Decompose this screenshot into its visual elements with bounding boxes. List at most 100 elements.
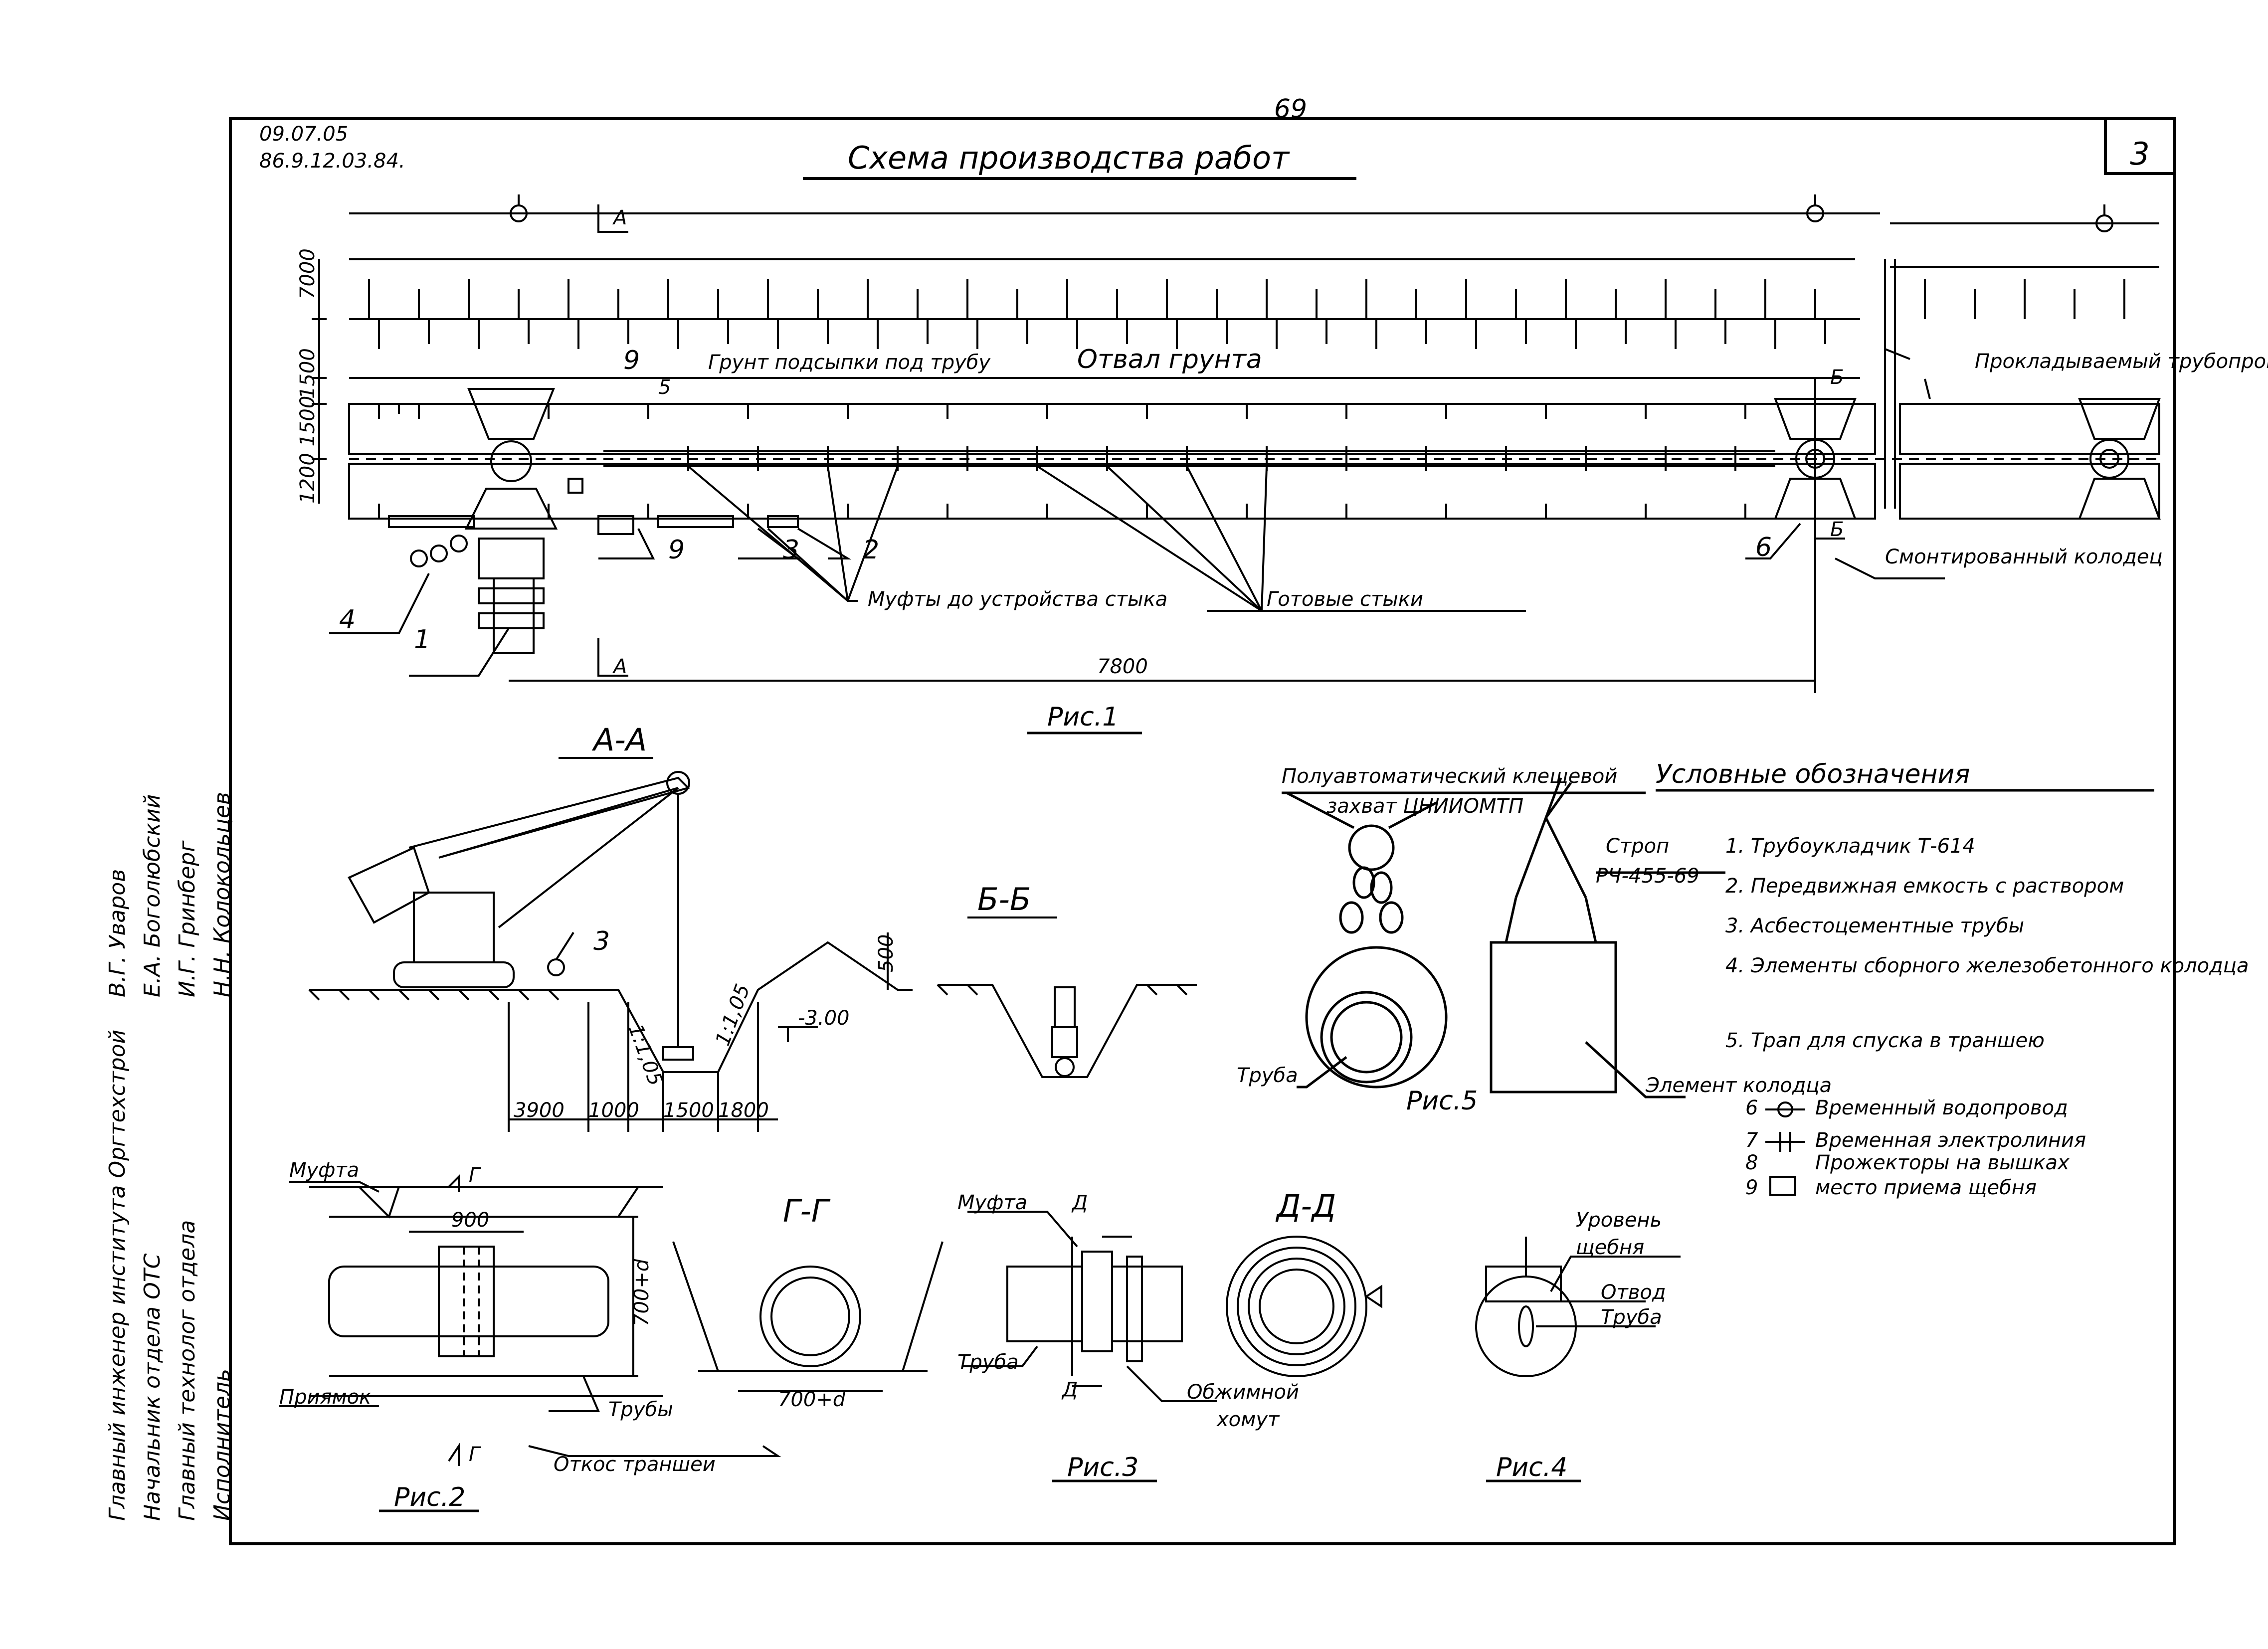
fig4-hole-label-1: Отвод xyxy=(1601,1281,1666,1304)
fig2-section-mark-top: Г xyxy=(469,1164,481,1187)
fig2-pit-label: Приямок xyxy=(279,1386,371,1409)
section-aa-mark-3: 3 xyxy=(593,926,610,956)
fig5-caption: Рис.5 xyxy=(1406,1086,1478,1116)
fig4-level-label-1: Уровень xyxy=(1576,1209,1662,1232)
legend-item-5: 5. Трап для спуска в траншею xyxy=(1725,1029,2045,1052)
plan-mark-5: 5 xyxy=(658,376,671,399)
legend-item-3: 3. Асбестоцементные трубы xyxy=(1725,915,2024,937)
fig3-clamp-label-2: хомут xyxy=(1216,1408,1280,1431)
legend-item-2: 2. Передвижная емкость с раствором xyxy=(1725,875,2124,898)
gripper-pipe-label: Труба xyxy=(1237,1064,1298,1087)
fig3-caption: Рис.3 xyxy=(1067,1453,1138,1482)
plan-mark-9a: 9 xyxy=(623,346,640,375)
plan-mark-6: 6 xyxy=(1755,533,1772,562)
section-gg-title: Г-Г xyxy=(783,1193,831,1229)
title-block: Главный инженер института Оргтехстрой В.… xyxy=(105,792,235,1521)
plan-mark-3: 3 xyxy=(783,535,799,565)
section-aa-title: А-А xyxy=(591,722,647,758)
title-row-name-3: И.Г. Гринберг xyxy=(175,840,200,997)
gripper-title-2: захват ЦНИИОМТП xyxy=(1326,795,1523,818)
label-soil-additions: Грунт подсыпки под трубу xyxy=(708,351,991,374)
section-gg-dim: 700+d xyxy=(778,1388,846,1411)
well-element-label: Элемент колодца xyxy=(1645,1074,1832,1097)
gripper-figure xyxy=(1282,777,1725,1099)
sheet-date: 09.07.05 xyxy=(259,123,348,146)
dim-7000: 7000 xyxy=(296,248,319,299)
page-number: 69 xyxy=(1274,94,1307,124)
title-row-role-2: Начальник отдела ОТС xyxy=(140,1253,165,1521)
dim-1200-1500: 1200 1500 xyxy=(296,396,319,504)
fig2-dim-900: 900 xyxy=(451,1209,489,1232)
legend-symbol-num-9: 9 xyxy=(1745,1176,1758,1199)
fig3-section-mark-bottom: Д xyxy=(1061,1378,1078,1401)
section-aa-slope-right: 1:1,05 xyxy=(711,981,755,1049)
sheet-title: Схема производства работ xyxy=(848,140,1290,176)
sheet-number: 3 xyxy=(2130,136,2149,172)
fig1-caption: Рис.1 xyxy=(1047,702,1119,732)
title-row-role-4: Исполнитель xyxy=(209,1369,235,1521)
plan-mark-4: 4 xyxy=(339,605,356,635)
legend-symbol-text-8: Прожекторы на вышках xyxy=(1815,1151,2070,1174)
legend-item-4: 4. Элементы сборного железобетонного кол… xyxy=(1725,954,2249,977)
water-supply-markers xyxy=(510,194,2113,232)
fig3-joint xyxy=(962,1211,1217,1402)
fig2-dim-700: 700+d xyxy=(630,1259,653,1326)
legend-symbols xyxy=(1765,1101,1805,1196)
section-aa-dim-3: 1500 xyxy=(663,1099,714,1122)
fig2-slope-label: Откос траншеи xyxy=(554,1453,716,1476)
legend-symbol-num-6: 6 xyxy=(1745,1097,1758,1119)
section-mark-a-top: А xyxy=(612,206,627,229)
section-bb xyxy=(937,916,1197,1078)
section-aa-depth: -3.00 xyxy=(798,1007,850,1030)
section-aa-dim-2: 1000 xyxy=(588,1099,639,1122)
gripper-title-1: Полуавтоматический клещевой xyxy=(1282,765,1617,788)
fig2-coupling-label: Муфта xyxy=(289,1159,359,1182)
legend-symbol-num-7: 7 xyxy=(1745,1129,1758,1152)
label-assembled-well: Смонтированный колодец xyxy=(1885,546,2163,568)
fig2-plan xyxy=(279,1174,781,1466)
sheet-number-box xyxy=(2104,117,2176,175)
fig2-section-mark-bottom: Г xyxy=(469,1443,481,1466)
plan-mark-1: 1 xyxy=(414,625,430,655)
total-dimension: 7800 xyxy=(1097,655,1148,678)
section-gg xyxy=(672,1241,944,1392)
legend-symbol-text-9: место приема щебня xyxy=(1815,1176,2037,1199)
legend-item-1: 1. Трубоукладчик Т-614 xyxy=(1725,835,1975,858)
sling-label: Строп xyxy=(1606,835,1669,858)
section-aa xyxy=(308,757,913,1132)
fig3-clamp-label-1: Обжимной xyxy=(1187,1381,1299,1404)
plan-mark-9b: 9 xyxy=(668,535,685,565)
section-mark-b-bottom: Б xyxy=(1830,518,1844,541)
section-aa-dim-4: 1800 xyxy=(718,1099,769,1122)
title-row-role-3: Главный технолог отдела xyxy=(175,1220,200,1521)
fig4-level-label-2: щебня xyxy=(1576,1236,1644,1259)
title-row-name-4: Н.Н. Колокольцев xyxy=(209,792,235,997)
label-couplings-before: Муфты до устройства стыка xyxy=(868,588,1167,611)
fig3-coupling-label: Муфта xyxy=(957,1191,1027,1214)
fig4-well xyxy=(1475,1237,1681,1377)
section-dd-title: Д-Д xyxy=(1275,1188,1336,1224)
label-pipe-laid: Прокладываемый трубопровод xyxy=(1975,350,2268,373)
legend-title: Условные обозначения xyxy=(1656,759,1970,789)
legend-symbol-text-7: Временная электролиния xyxy=(1815,1129,2086,1152)
title-row-role-1: Главный инженер института Оргтехстрой xyxy=(105,1030,130,1521)
section-aa-dim-5: 500 xyxy=(875,934,898,972)
fig3-section-mark-top: Д xyxy=(1071,1191,1088,1214)
title-row-name-1: В.Г. Уваров xyxy=(105,869,130,997)
section-mark-b-top: Б xyxy=(1830,366,1844,389)
legend-symbol-num-8: 8 xyxy=(1745,1151,1758,1174)
doc-code: 86.9.12.03.84. xyxy=(259,150,405,173)
dim-1500: 1500 xyxy=(296,348,319,399)
sling-code: РЧ-455-69 xyxy=(1596,865,1700,888)
plan-view xyxy=(312,204,2161,693)
fig4-caption: Рис.4 xyxy=(1496,1453,1567,1482)
section-aa-dim-1: 3900 xyxy=(514,1099,565,1122)
fig2-pipes-label: Трубы xyxy=(608,1398,673,1421)
section-aa-slope-left: 1:1,05 xyxy=(624,1021,667,1089)
title-row-name-2: Е.А. Боголюбский xyxy=(140,794,165,997)
section-mark-a-bottom: А xyxy=(612,655,627,678)
fig3-pipe-label: Труба xyxy=(957,1351,1019,1374)
legend-symbol-text-6: Временный водопровод xyxy=(1815,1097,2068,1119)
